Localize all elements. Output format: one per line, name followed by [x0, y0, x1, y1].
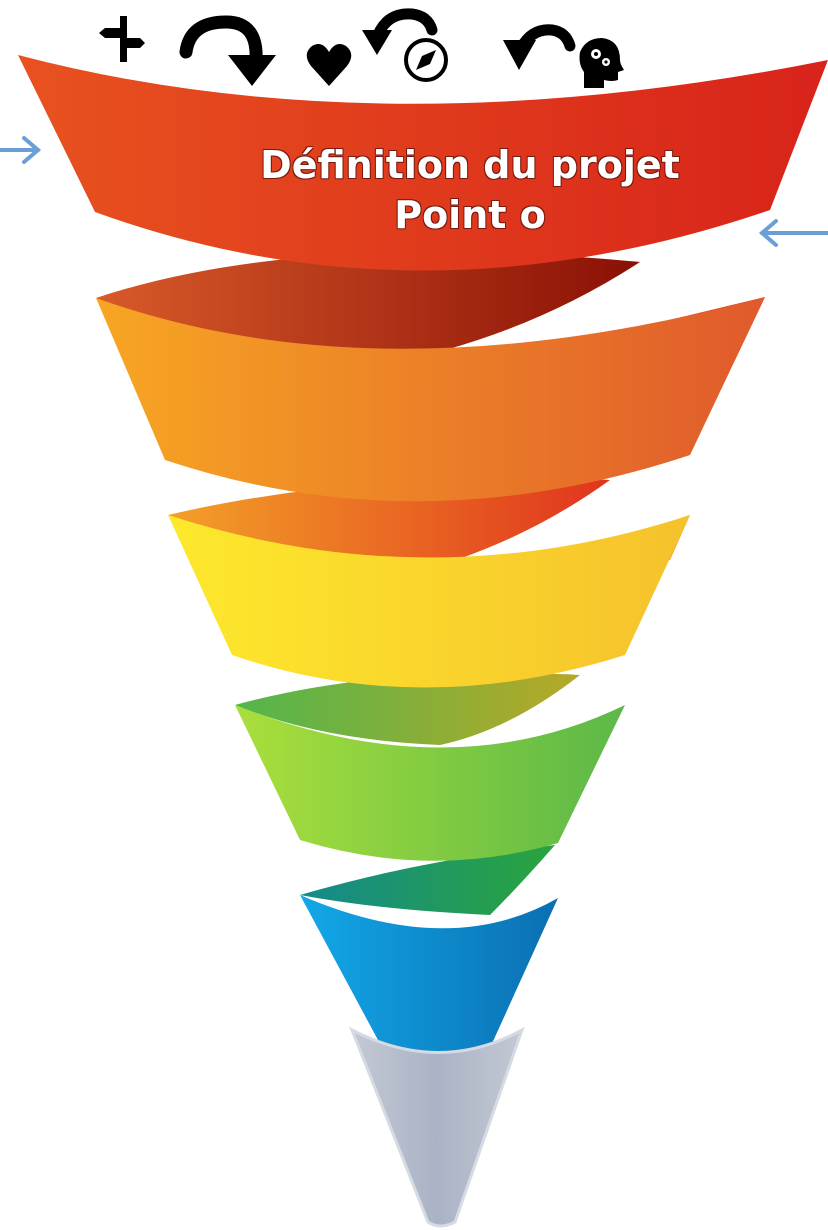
- curved-arrow-down-icon: [179, 15, 276, 86]
- funnel-back-yellow: [235, 673, 580, 745]
- funnel-band-orange: [96, 297, 765, 502]
- funnel-band-blue: [300, 895, 558, 1053]
- signpost-icon: [99, 16, 145, 62]
- input-arrow-left: [0, 136, 42, 164]
- heart-icon: [306, 44, 352, 86]
- input-arrow-right: [758, 219, 828, 247]
- funnel-spout: [349, 1026, 525, 1228]
- label-line-2: Point o: [394, 193, 546, 237]
- label-line-1: Définition du projet: [260, 143, 680, 187]
- funnel-band-red: [18, 55, 828, 271]
- funnel-band-yellow: [168, 515, 690, 688]
- head-gears-icon: [579, 38, 624, 88]
- project-definition-label: Définition du projet Point o: [200, 140, 740, 240]
- undo-arrow-icon: [503, 24, 576, 70]
- funnel-back-green: [300, 845, 555, 915]
- funnel-band-green: [235, 705, 625, 861]
- undo-compass-icon: [362, 8, 448, 82]
